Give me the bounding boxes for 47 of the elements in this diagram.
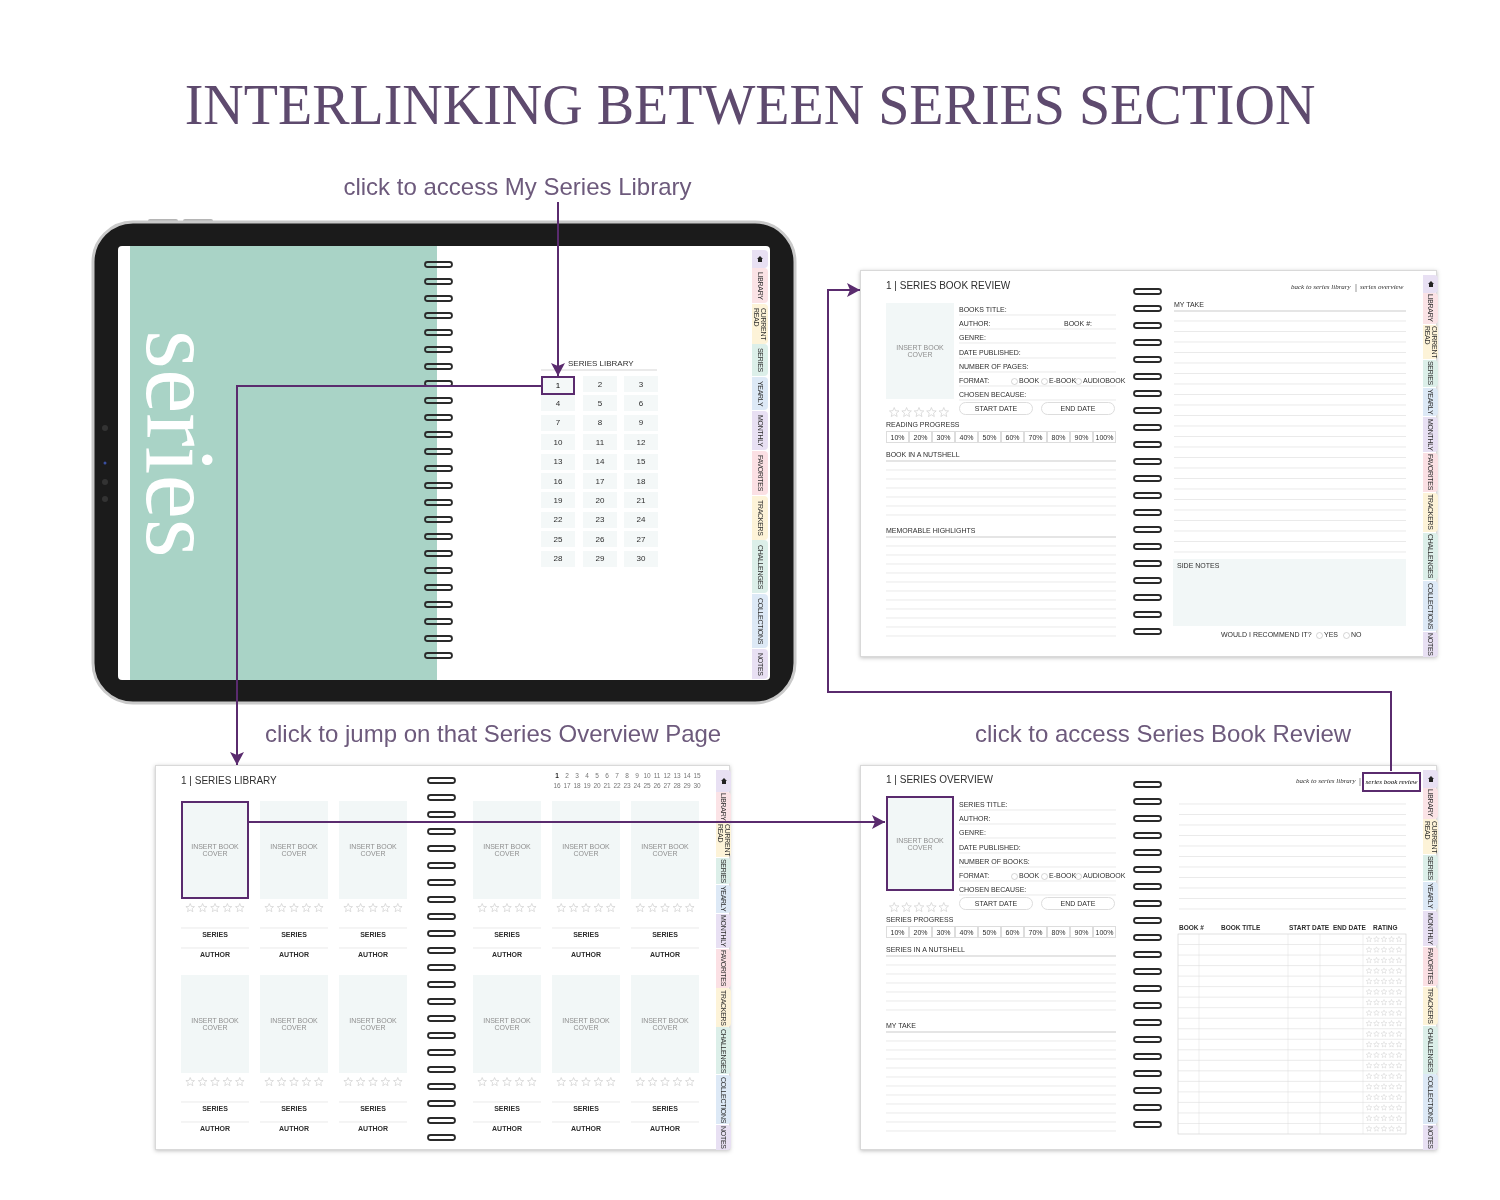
library-slot: 3 — [624, 376, 658, 392]
page-heading: 1 | SERIES LIBRARY — [181, 775, 277, 787]
library-slot: 22 — [541, 511, 575, 528]
library-slot: 24 — [624, 511, 658, 528]
library-slot: 13 — [541, 453, 575, 470]
library-slot: 8 — [583, 414, 617, 431]
library-slot: 21 — [624, 492, 658, 509]
page-heading: 1 | SERIES BOOK REVIEW — [886, 280, 1011, 292]
arrow — [551, 201, 565, 377]
library-slot: 11 — [583, 434, 617, 451]
arrow — [230, 385, 542, 766]
library-slot: 10 — [541, 434, 575, 451]
library-slot: 15 — [624, 453, 658, 470]
library-slot: 23 — [583, 511, 617, 528]
library-slot: 27 — [624, 531, 658, 548]
library-slot: 26 — [583, 531, 617, 548]
library-slot: 5 — [583, 395, 617, 412]
planner-spread — [860, 270, 1437, 657]
page-heading: 1 | SERIES OVERVIEW — [886, 774, 993, 786]
cover-title: series — [130, 330, 230, 558]
library-slot: 19 — [541, 492, 575, 509]
library-slot: 7 — [541, 414, 575, 431]
library-slot: 25 — [541, 531, 575, 548]
arrow — [247, 815, 886, 829]
library-slot: 20 — [583, 492, 617, 509]
library-slot: 28 — [541, 550, 575, 567]
planner-spread — [860, 765, 1437, 1150]
library-slot: 29 — [583, 550, 617, 567]
library-slot: 14 — [583, 453, 617, 470]
library-slot: 30 — [624, 550, 658, 567]
library-slot: 1 — [541, 376, 575, 395]
library-slot: 4 — [541, 395, 575, 412]
tablet-screen — [118, 246, 770, 680]
library-slot: 12 — [624, 434, 658, 451]
page-heading: SERIES LIBRARY — [568, 359, 634, 369]
library-slot: 17 — [583, 473, 617, 489]
callout-text: click to jump on that Series Overview Page — [265, 719, 722, 749]
library-slot: 16 — [541, 473, 575, 489]
callout-text: click to access My Series Library — [300, 172, 735, 202]
arrow — [827, 283, 1392, 772]
library-slot: 18 — [624, 473, 658, 489]
callout-text: click to access Series Book Review — [975, 719, 1352, 749]
library-slot: 9 — [624, 414, 658, 431]
title: INTERLINKING BETWEEN SERIES SECTION — [183, 73, 1317, 138]
library-slot: 6 — [624, 395, 658, 412]
library-slot: 2 — [583, 376, 617, 392]
planner-spread — [155, 765, 730, 1150]
